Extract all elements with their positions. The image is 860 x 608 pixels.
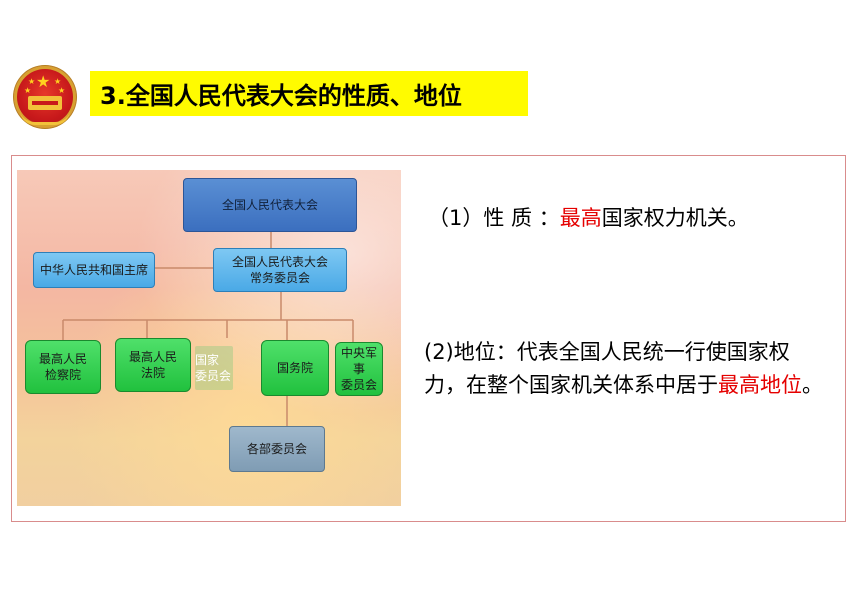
emblem-gate [28,96,62,110]
node-standing-committee-line2: 常务委员会 [249,271,310,285]
emblem-small-star: ★ [58,86,66,95]
node-npc: 全国人民代表大会 [183,178,357,232]
node-procuratorate-line1: 最高人民 [38,352,87,366]
page-title: 3.全国人民代表大会的性质、地位 [100,82,462,110]
title-banner: 3.全国人民代表大会的性质、地位 [90,71,528,116]
node-supervision: 国家 委员会 [195,346,233,390]
org-chart-image: 全国人民代表大会 中华人民共和国主席 全国人民代表大会 常务委员会 最高人民 检… [17,170,401,506]
node-court-line1: 最高人民 [128,350,177,364]
node-cmc-line2: 委员会 [340,378,377,392]
node-cmc: 中央军事 委员会 [335,342,383,396]
node-cmc-line1: 中央军事 [340,346,377,376]
node-supervision-line2: 委员会 [195,369,232,383]
nature-highlight: 最高 [559,206,602,230]
status-highlight: 最高地位 [718,373,802,397]
content-frame [11,155,846,522]
node-ministries-label: 各部委员会 [246,442,307,456]
nature-prefix: （1）性 质 ： [428,206,560,230]
node-state-council-label: 国务院 [276,361,313,375]
emblem-small-star: ★ [24,86,32,95]
nature-background [420,196,826,234]
nature-suffix: 国家权力机关。 [601,206,749,230]
nature-text: （1）性 质 ：最高国家权力机关。 [428,202,749,232]
node-president-label: 中华人民共和国主席 [39,263,148,277]
node-procuratorate-line2: 检察院 [44,368,81,382]
node-procuratorate: 最高人民 检察院 [25,340,101,394]
org-chart-connectors [62,232,354,426]
node-supervision-line1: 国家 [195,353,220,367]
emblem-small-star: ★ [54,77,62,86]
node-standing-committee-line1: 全国人民代表大会 [231,255,328,269]
node-npc-label: 全国人民代表大会 [221,198,318,212]
status-text: (2)地位：代表全国人民统一行使国家权力，在整个国家机关体系中居于最高地位。 [424,336,829,402]
status-prefix: (2)地位：代表全国人民统一行使国家权力，在整个国家机关体系中居于 [424,340,790,397]
node-court-line2: 法院 [140,366,165,380]
node-president: 中华人民共和国主席 [33,252,155,288]
status-suffix: 。 [802,373,823,397]
node-standing-committee: 全国人民代表大会 常务委员会 [213,248,347,292]
node-court: 最高人民 法院 [115,338,191,392]
emblem-small-star: ★ [28,77,36,86]
national-emblem-icon: ★ ★ ★ ★ ★ [14,66,76,128]
emblem-big-star: ★ [36,72,51,91]
node-ministries: 各部委员会 [229,426,325,472]
node-state-council: 国务院 [261,340,329,396]
emblem-wheat [20,110,70,125]
